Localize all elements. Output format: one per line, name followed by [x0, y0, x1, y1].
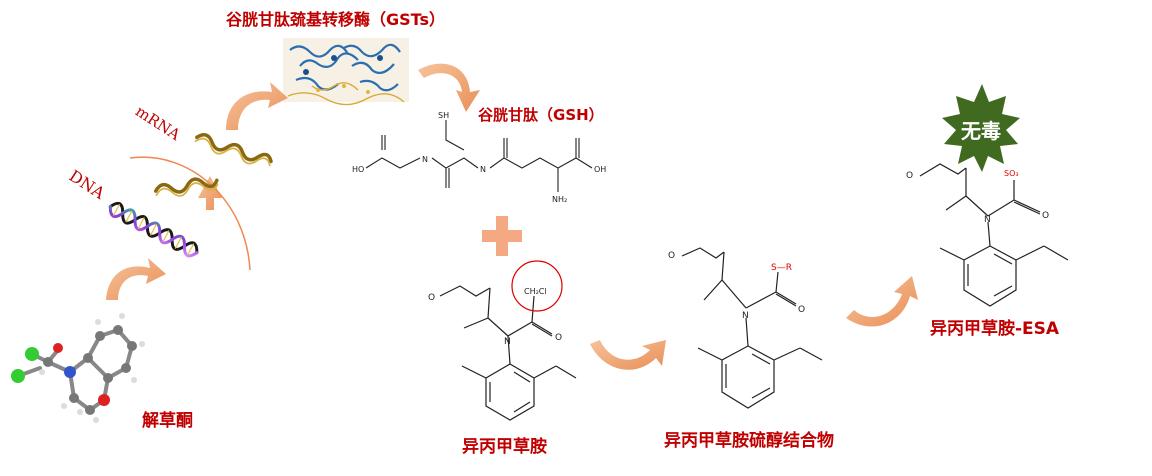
esa-so3: SO₃ — [1004, 169, 1019, 178]
nontoxic-label: 无毒 — [961, 119, 1001, 143]
conjugate-structure — [681, 247, 823, 409]
esa-label: 异丙甲草胺-ESA — [930, 319, 1060, 339]
metolachlor-carbonyl-o: O — [555, 333, 562, 343]
arrow-conjugate-to-esa — [846, 276, 918, 327]
gsh-ho: HO — [352, 165, 364, 174]
gsh-nh-1: N — [422, 155, 428, 164]
mrna-strand — [194, 133, 273, 167]
chloro-highlight-circle — [511, 260, 563, 312]
conjugate-o: O — [668, 251, 675, 261]
esa-n: N — [984, 215, 991, 225]
metolachlor-ch2cl: CH₂Cl — [524, 287, 547, 296]
nontoxic-star-badge: 无毒 — [942, 84, 1020, 172]
conjugate-carbonyl-o: O — [798, 305, 805, 315]
gst-protein-image — [283, 38, 409, 106]
gst-label: 谷胱甘肽巯基转移酶（GSTs） — [226, 10, 445, 29]
gsh-nh-2: N — [480, 165, 486, 174]
cell-membrane-arc — [129, 156, 251, 271]
metolachlor-label: 异丙甲草胺 — [462, 437, 547, 457]
gsh-label: 谷胱甘肽（GSH） — [478, 106, 604, 124]
conjugate-n: N — [742, 311, 749, 321]
gsh-sh: SH — [438, 111, 449, 120]
esa-carbonyl-o: O — [1042, 211, 1049, 221]
arrow-metolachlor-to-conjugate — [590, 340, 666, 370]
metolachlor-o: O — [428, 293, 435, 303]
esa-o: O — [906, 171, 913, 181]
gsh-oh: OH — [594, 165, 606, 174]
conjugate-label: 异丙甲草胺硫醇结合物 — [664, 431, 834, 451]
mrna-strand-2 — [153, 177, 219, 197]
gsh-nh2: NH₂ — [552, 195, 567, 204]
gsh-structure — [365, 120, 593, 192]
benoxacor-3d-model — [11, 313, 145, 423]
arrow-benoxacor-to-dna — [106, 258, 166, 300]
metolachlor-structure — [439, 285, 577, 421]
esa-structure — [919, 163, 1069, 307]
arrow-dna-to-mrna — [198, 176, 222, 210]
metolachlor-n: N — [504, 337, 511, 347]
arrow-mrna-to-gst — [226, 82, 288, 130]
plus-sign — [482, 216, 522, 256]
dna-helix — [108, 201, 199, 258]
arrow-gst-to-gsh — [418, 63, 480, 112]
benoxacor-label: 解草酮 — [142, 411, 193, 431]
conjugate-s-r: S—R — [771, 263, 792, 273]
